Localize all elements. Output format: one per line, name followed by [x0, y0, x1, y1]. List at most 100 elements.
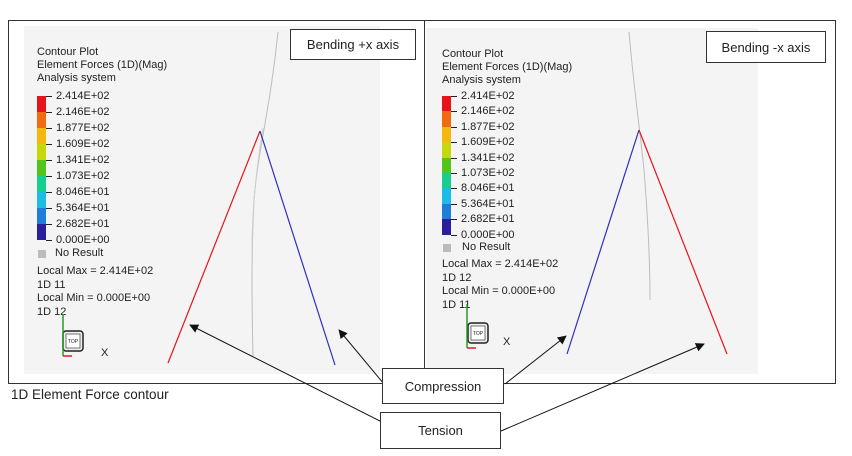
scale-label: 1.073E+02 — [461, 167, 515, 179]
scale-tick — [46, 208, 52, 209]
no-result-label: No Result — [462, 241, 511, 253]
scale-tick — [46, 112, 52, 113]
scale-label: 2.682E+01 — [56, 218, 110, 230]
deformed-mast-right — [628, 31, 651, 301]
scale-tick — [46, 144, 52, 145]
scale-label: 1.877E+02 — [56, 122, 110, 134]
panel-divider — [424, 21, 425, 383]
element-red-left — [167, 130, 261, 364]
legend-title-right: Contour Plot Element Forces (1D)(Mag) An… — [442, 48, 572, 87]
cube-label: TOP — [68, 339, 79, 345]
viewport-right[interactable] — [426, 28, 758, 374]
scale-label: 8.046E+01 — [56, 186, 110, 198]
scale-swatch — [442, 142, 451, 158]
scale-tick — [451, 96, 457, 97]
scale-tick — [451, 173, 457, 174]
scale-label: 0.000E+00 — [461, 228, 515, 241]
scale-label: 1.073E+02 — [56, 170, 110, 182]
scale-swatch — [37, 208, 46, 224]
arrow-compression-right — [504, 335, 567, 385]
legend-title-line: Analysis system — [442, 74, 521, 86]
scale-swatch — [37, 192, 46, 208]
element-blue-right — [566, 129, 640, 355]
scale-tick — [46, 192, 52, 193]
no-result-swatch — [38, 250, 46, 258]
axis-triad-right-icon — [466, 304, 476, 349]
local-min: Local Min = 0.000E+00 — [442, 285, 556, 297]
scale-label: 2.414E+02 — [56, 90, 110, 102]
scale-tick — [451, 157, 457, 159]
scale-swatch — [442, 203, 451, 220]
scale-swatch — [442, 188, 451, 204]
scale-label: 1.341E+02 — [461, 151, 515, 164]
scale-swatch — [37, 176, 46, 192]
scale-swatch — [37, 96, 46, 112]
legend-title-line: Element Forces (1D)(Mag) — [37, 59, 168, 71]
scale-tick — [451, 234, 457, 236]
scale-tick — [451, 111, 457, 113]
scale-swatch — [37, 112, 46, 128]
local-min: Local Min = 0.000E+00 — [37, 292, 151, 304]
scale-tick — [46, 240, 52, 241]
scale-label: 2.146E+02 — [461, 105, 515, 118]
scale-label: 5.364E+01 — [461, 197, 515, 210]
scale-tick — [46, 96, 52, 97]
scale-tick — [451, 126, 457, 128]
scale-tick — [46, 128, 52, 129]
scale-tick — [46, 160, 52, 161]
arrow-tension-left — [189, 324, 383, 423]
scale-swatch — [442, 219, 451, 235]
axis-x-label: X — [101, 347, 109, 359]
scale-swatch — [37, 160, 46, 176]
scale-tick — [451, 219, 457, 221]
view-cube-icon[interactable]: TOP — [60, 328, 86, 354]
scale-swatch — [442, 111, 451, 127]
scale-swatch — [442, 157, 451, 173]
stats-left: Local Max = 2.414E+02 1D 11 Local Min = … — [37, 265, 153, 319]
axis-triad-left-icon — [62, 314, 72, 357]
scale-swatch — [442, 96, 451, 112]
callout-bending-plus-x: Bending +x axis — [290, 29, 416, 60]
compression-callout: Compression — [382, 368, 504, 404]
scale-label: 5.364E+01 — [56, 202, 110, 214]
local-max: Local Max = 2.414E+02 — [37, 265, 154, 277]
scale-label: 1.877E+02 — [461, 120, 515, 133]
element-red-right — [638, 129, 728, 355]
max-element: 1D 12 — [442, 271, 472, 284]
min-element: 1D 12 — [37, 305, 67, 318]
max-element: 1D 11 — [37, 278, 66, 291]
scale-tick — [451, 142, 457, 144]
legend-title-line: Element Forces (1D)(Mag) — [442, 61, 573, 73]
view-cube-icon[interactable]: TOP — [465, 320, 491, 346]
scale-tick — [451, 203, 457, 205]
scale-tick — [46, 176, 52, 177]
legend-title-line: Contour Plot — [37, 46, 99, 58]
no-result-label: No Result — [55, 247, 104, 259]
viewport-left[interactable] — [24, 26, 380, 374]
figure-caption: 1D Element Force contour — [11, 387, 169, 402]
scale-label: 2.414E+02 — [461, 90, 515, 102]
legend-title-line: Analysis system — [37, 72, 116, 84]
scale-label: 1.609E+02 — [461, 136, 515, 149]
scale-label: 2.146E+02 — [56, 106, 110, 118]
cube-label: TOP — [473, 331, 484, 337]
deformed-mast-left — [251, 31, 279, 357]
callout-bending-minus-x: Bending -x axis — [706, 31, 826, 63]
scale-swatch — [37, 144, 46, 160]
stats-right: Local Max = 2.414E+02 1D 12 Local Min = … — [442, 258, 558, 312]
scale-label: 1.341E+02 — [56, 154, 110, 166]
arrow-compression-left — [338, 329, 385, 385]
undeformed-mast-left — [251, 127, 264, 251]
min-element: 1D 11 — [442, 298, 471, 311]
scale-swatch — [37, 224, 46, 240]
scale-label: 2.682E+01 — [461, 213, 515, 226]
scale-label: 1.609E+02 — [56, 138, 110, 150]
scale-label: 0.000E+00 — [56, 234, 110, 246]
scale-swatch — [37, 128, 46, 144]
tension-callout: Tension — [380, 412, 501, 449]
scale-swatch — [442, 126, 451, 143]
scale-tick — [46, 224, 52, 225]
scale-swatch — [442, 173, 451, 189]
legend-title-left: Contour Plot Element Forces (1D)(Mag) An… — [37, 46, 167, 85]
